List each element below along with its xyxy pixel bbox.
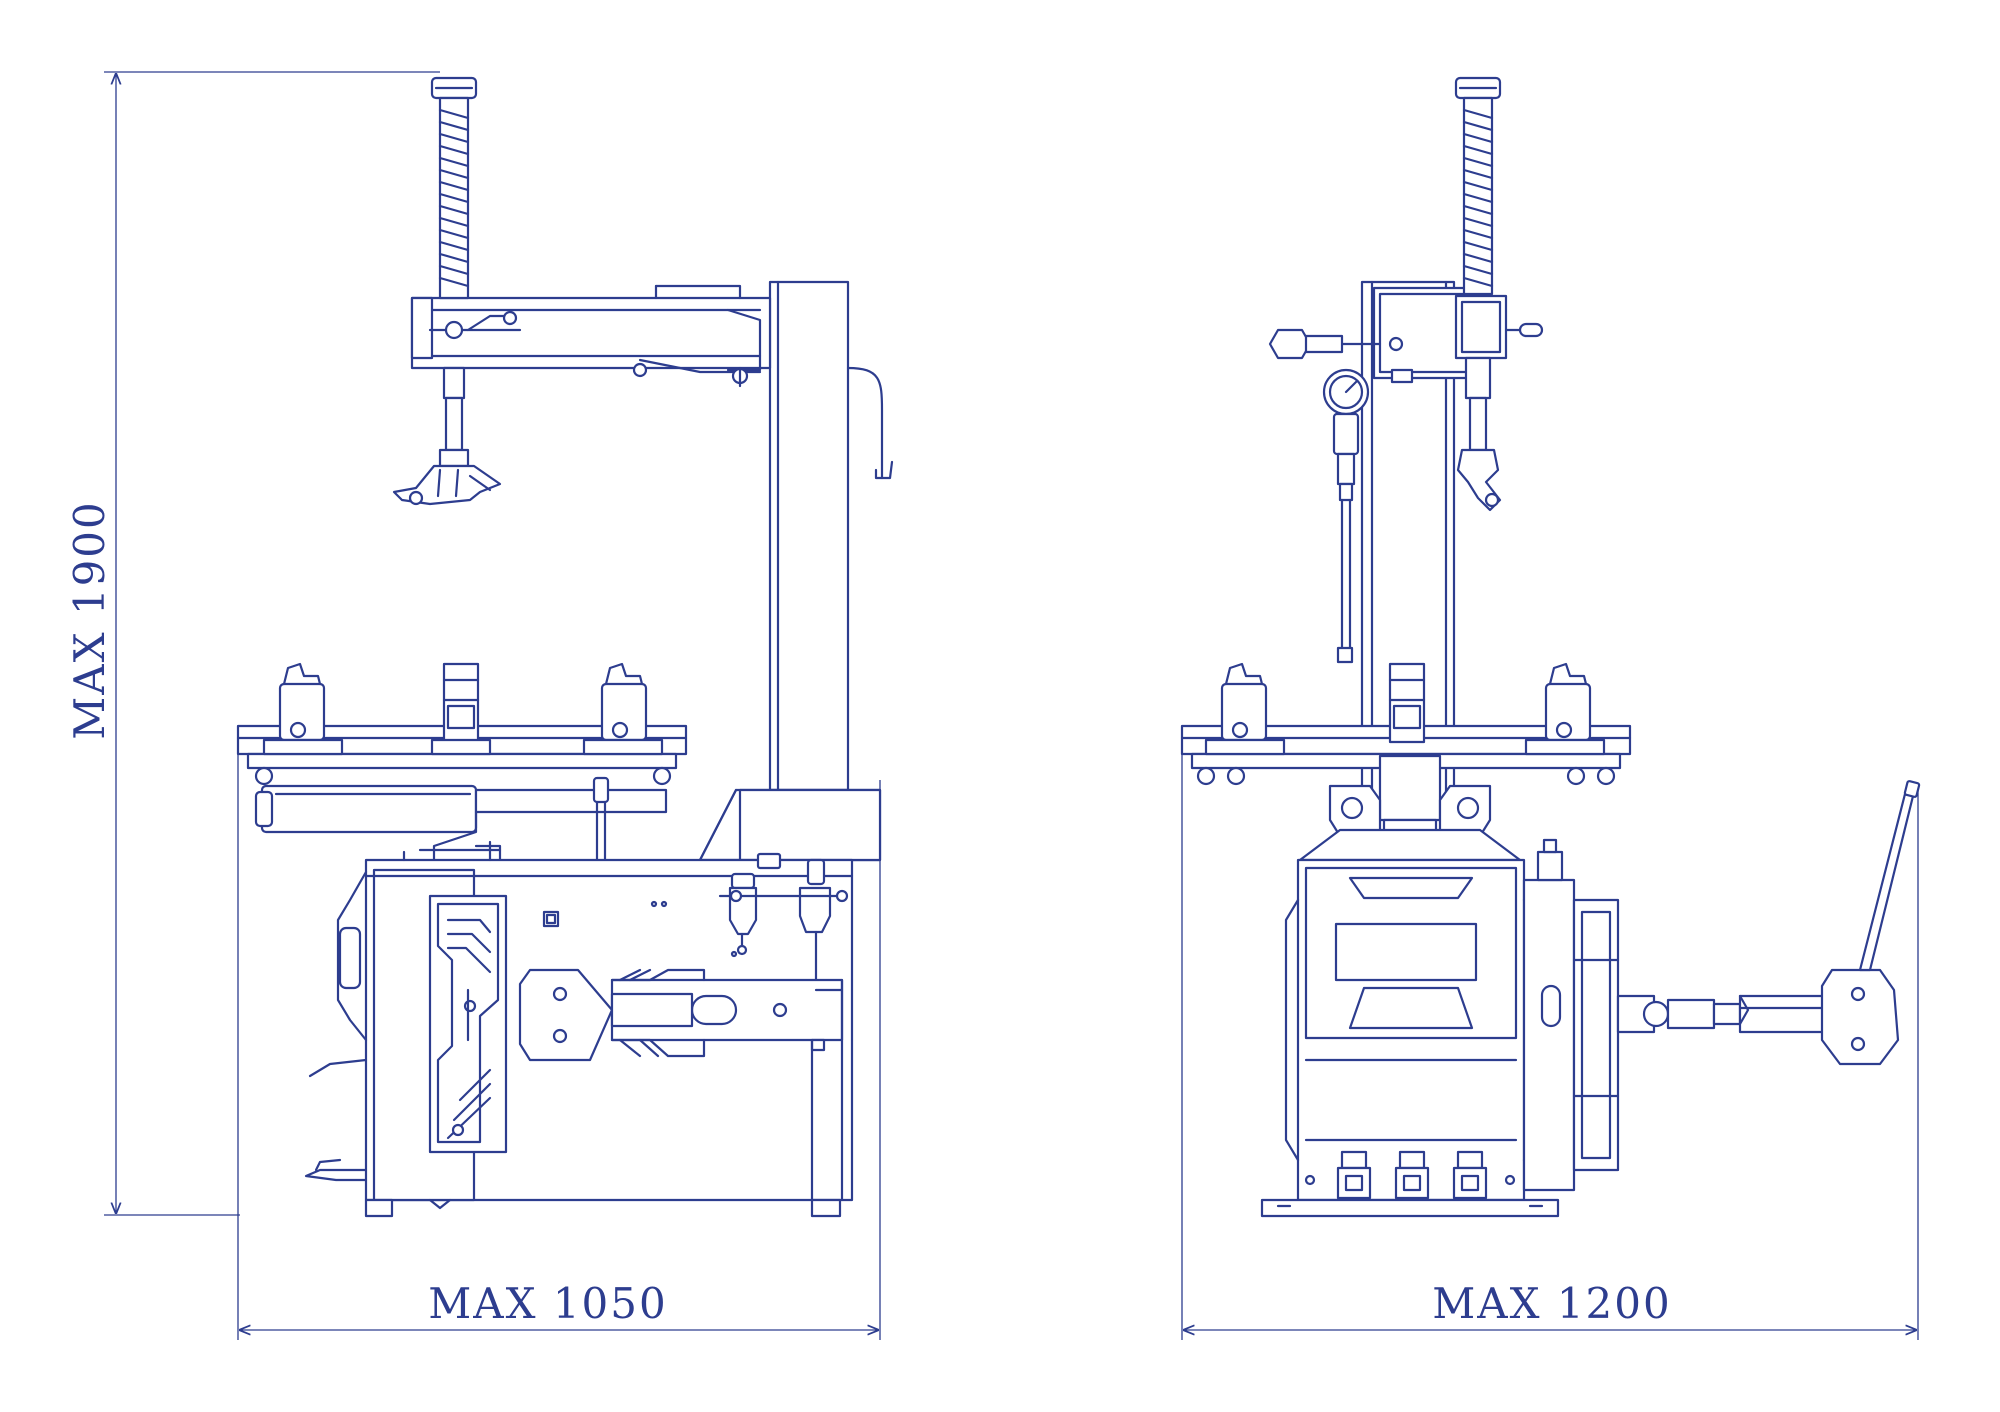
side-width-dimension: MAX 1050 bbox=[237, 735, 881, 1340]
front-valve-1 bbox=[1336, 1150, 1372, 1200]
front-width-dimension-label: MAX 1200 bbox=[1432, 1279, 1671, 1328]
height-dimension-label: MAX 1900 bbox=[65, 500, 114, 739]
front-width-dimension: MAX 1200 bbox=[1181, 735, 1919, 1340]
front-head bbox=[1268, 286, 1544, 384]
front-bead-breaker-arm bbox=[1616, 780, 1921, 1066]
front-spring-shaft bbox=[1454, 76, 1502, 512]
front-pressure-gauge bbox=[1322, 368, 1370, 664]
side-view bbox=[236, 76, 894, 1218]
side-column bbox=[768, 280, 850, 792]
side-hose bbox=[846, 366, 884, 480]
side-bead-breaker-arm bbox=[518, 968, 844, 1202]
front-turntable bbox=[1180, 662, 1632, 852]
side-spring-shaft bbox=[392, 76, 502, 506]
front-main-body bbox=[1260, 828, 1560, 1218]
side-clamp-right bbox=[582, 662, 664, 756]
side-horizontal-arm bbox=[410, 284, 772, 388]
height-dimension: MAX 1900 bbox=[65, 71, 440, 1216]
front-view bbox=[1180, 76, 1921, 1218]
side-clamp-center bbox=[430, 662, 492, 756]
side-width-dimension-label: MAX 1050 bbox=[428, 1279, 667, 1328]
side-turntable bbox=[236, 662, 688, 864]
front-valve-2 bbox=[1394, 1150, 1430, 1200]
side-clamp-left bbox=[262, 662, 344, 756]
front-side-housing bbox=[1522, 838, 1620, 1192]
front-valve-3 bbox=[1452, 1150, 1488, 1200]
